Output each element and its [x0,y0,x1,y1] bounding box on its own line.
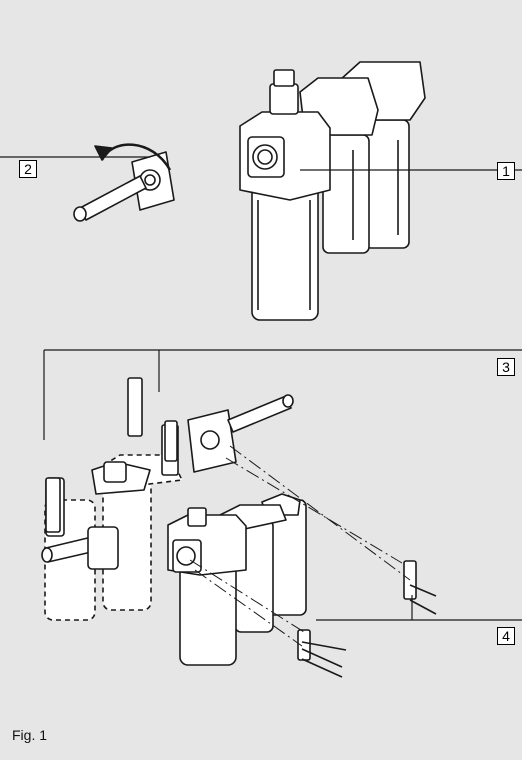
exploded-assembly [41,377,437,678]
callout-3: 3 [497,358,515,376]
callout-1: 1 [497,162,515,180]
callout-4: 4 [497,627,515,645]
top-unit-assembly [239,61,426,321]
rotation-arrow-icon [94,145,113,161]
figure-caption: Fig. 1 [12,727,48,743]
callout-2: 2 [19,160,37,178]
shaft-detail [73,143,175,222]
